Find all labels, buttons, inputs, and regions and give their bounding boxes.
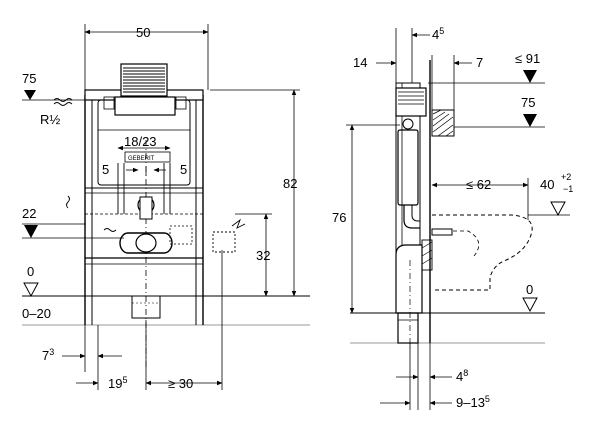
label-bowl-tol-minus: −1 [563, 184, 573, 194]
front-level-markers [23, 90, 39, 298]
label-pipe-offset: 48 [456, 368, 468, 384]
level-0-side-triangle [522, 297, 538, 313]
actuator-box [114, 96, 176, 116]
label-pipe-range: 9–135 [456, 394, 490, 410]
side-waste-pipe [395, 244, 423, 314]
label-side-top-offset: 45 [432, 26, 444, 42]
level-75-triangle [24, 90, 36, 100]
side-drain-bend [403, 205, 420, 229]
label-pipe-width: 18/23 [124, 134, 157, 149]
level-22-triangle [24, 225, 38, 238]
level-0-triangle [23, 282, 39, 298]
level-75-side-triangle [523, 114, 537, 127]
label-brand: GEBERIT [128, 156, 155, 162]
side-level-markers [522, 70, 566, 313]
label-drain-height: 22 [22, 206, 36, 221]
label-foot-offset: 73 [42, 347, 54, 363]
front-dimensions [22, 24, 300, 390]
label-supply-thread: R½ [40, 112, 60, 127]
front-view [22, 63, 310, 370]
label-side-front-offset: 14 [353, 55, 367, 70]
label-gap-left: 5 [102, 162, 109, 177]
label-gap-right: 5 [180, 162, 187, 177]
label-max-height: ≤ 91 [515, 51, 540, 66]
label-bowl-height: 40 [540, 177, 554, 192]
label-width: 50 [136, 25, 150, 40]
side-dimensions [346, 28, 570, 410]
label-outlet-distance: ≥ 30 [168, 376, 193, 391]
side-insulation [431, 109, 455, 137]
label-side-right-offset: 7 [476, 55, 483, 70]
wc-bowl-outline [432, 214, 533, 291]
side-actuator [395, 87, 427, 117]
drain-pipe [131, 295, 161, 319]
label-side-floor-level: 0 [526, 282, 533, 297]
label-wall-distance: ≤ 62 [466, 177, 491, 192]
label-side-supply-height: 75 [521, 95, 535, 110]
level-40-triangle [550, 201, 566, 217]
label-total-height: 82 [283, 176, 297, 191]
level-91-triangle [523, 70, 537, 83]
side-view [350, 60, 545, 350]
label-bowl-tol-plus: +2 [561, 172, 571, 182]
label-floor-level: 0 [27, 264, 34, 279]
label-floor-range: 0–20 [22, 306, 51, 321]
drain-outlet [119, 232, 173, 254]
side-cistern [397, 129, 419, 206]
label-outlet-height: 32 [256, 248, 270, 263]
brand-plate [124, 151, 171, 163]
label-supply-height: 75 [22, 71, 36, 86]
label-side-drain-height: 76 [332, 210, 346, 225]
label-center-offset: 195 [108, 375, 127, 391]
